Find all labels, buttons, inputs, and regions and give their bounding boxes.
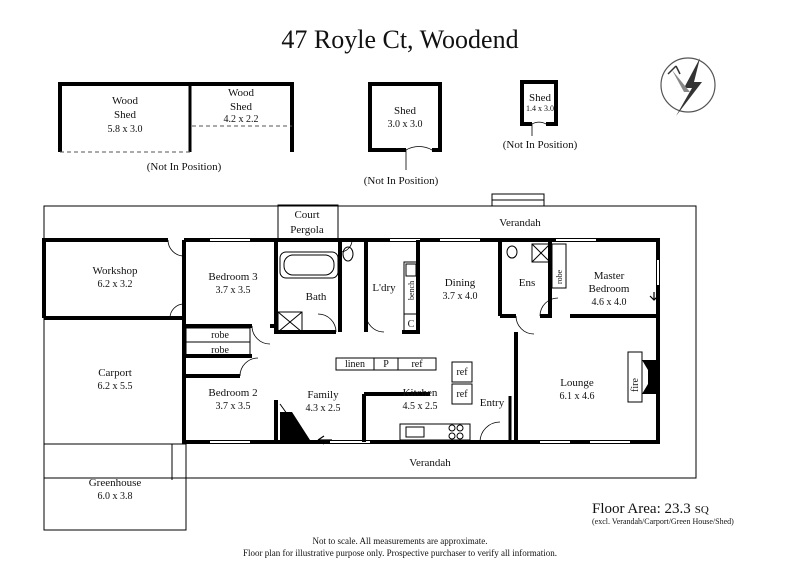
ensuite-label: Ens [519, 277, 536, 289]
court-pergola: Court Pergola [277, 204, 339, 241]
wood-shed-note: (Not In Position) [147, 161, 222, 173]
verandah-top-label: Verandah [499, 217, 541, 229]
kitchen-ref-units: ref ref [451, 361, 473, 405]
carport-label: Carport [98, 367, 132, 379]
svg-text:ref: ref [456, 367, 468, 378]
bathtub [279, 251, 339, 279]
svg-text:robe: robe [211, 345, 229, 356]
svg-text:robe: robe [211, 330, 229, 341]
shed-1-note: (Not In Position) [364, 175, 439, 187]
kitchen-label: Kitchen [403, 387, 438, 399]
svg-text:linen: linen [345, 359, 365, 370]
ensuite-fixtures: robe [506, 243, 567, 289]
north-arrow-icon [660, 57, 716, 116]
master-bedroom-size: 4.6 x 4.0 [592, 297, 627, 308]
shed-1-size: 3.0 x 3.0 [388, 119, 423, 130]
carport: Carport 6.2 x 5.5 [43, 317, 185, 445]
greenhouse: Greenhouse 6.0 x 3.8 [43, 443, 187, 531]
family-label: Family [307, 389, 339, 401]
wood-shed-large: Wood Shed 5.8 x 3.0 Wood Shed 4.2 x 2.2 … [58, 82, 294, 173]
shed-2-size: 1.4 x 3.0 [526, 104, 554, 113]
entry-label: Entry [480, 397, 505, 409]
wood-shed-2-label: Wood [228, 87, 255, 99]
carport-size: 6.2 x 5.5 [98, 381, 133, 392]
robe-bedroom2: robe [185, 341, 251, 357]
disclaimer-line2: Floor plan for illustrative purpose only… [243, 548, 557, 558]
dining-label: Dining [445, 277, 476, 289]
bedroom2-size: 3.7 x 3.5 [216, 401, 251, 412]
shed-2-note: (Not In Position) [503, 139, 578, 151]
kitchen-bench [399, 423, 471, 441]
verandah-bottom-label: Verandah [409, 457, 451, 469]
shed-small: Shed 1.4 x 3.0 (Not In Position) [503, 80, 578, 151]
pergola-label: Pergola [290, 224, 324, 236]
court-label: Court [294, 209, 319, 221]
wood-shed-1-label-2: Shed [114, 109, 137, 121]
wood-shed-2-size: 4.2 x 2.2 [224, 114, 259, 125]
bedroom3-size: 3.7 x 3.5 [216, 285, 251, 296]
svg-text:ref: ref [411, 359, 423, 370]
floor-area-exclusions: (excl. Verandah/Carport/Green House/Shed… [592, 517, 734, 526]
svg-text:fire: fire [630, 378, 641, 392]
toilet [342, 246, 354, 262]
shed-1-label: Shed [394, 105, 417, 117]
bedroom2-label: Bedroom 2 [208, 387, 257, 399]
fireplace: fire [627, 351, 656, 403]
robe-bedroom3: robe [185, 327, 251, 343]
kitchen-size: 4.5 x 2.5 [403, 401, 438, 412]
stairs [279, 403, 332, 445]
workshop-label: Workshop [93, 265, 138, 277]
wood-shed-1-size: 5.8 x 3.0 [108, 124, 143, 135]
master-arrow [649, 292, 659, 301]
verandah: Verandah Verandah [43, 193, 697, 479]
lounge-label: Lounge [560, 377, 594, 389]
bath-label: Bath [306, 291, 327, 303]
master-bedroom-label: Master [594, 270, 625, 282]
wood-shed-1-label: Wood [112, 95, 139, 107]
svg-text:robe: robe [555, 269, 564, 284]
greenhouse-label: Greenhouse [89, 477, 142, 489]
laundry-bench: bench C [403, 261, 419, 333]
laundry-label: L'dry [372, 282, 396, 294]
dining-size: 3.7 x 4.0 [443, 291, 478, 302]
greenhouse-size: 6.0 x 3.8 [98, 491, 133, 502]
svg-text:P: P [383, 359, 389, 370]
lounge-size: 6.1 x 4.6 [560, 391, 595, 402]
svg-text:C: C [408, 319, 415, 330]
wood-shed-2-label-2: Shed [230, 101, 253, 113]
bedroom3-label: Bedroom 3 [208, 271, 258, 283]
family-size: 4.3 x 2.5 [306, 403, 341, 414]
svg-text:ref: ref [456, 389, 468, 400]
workshop-size: 6.2 x 3.2 [98, 279, 133, 290]
shed-2-label: Shed [529, 92, 552, 104]
shower [277, 311, 303, 333]
linen-pantry-ref: linen P ref [335, 357, 437, 371]
page-title: 47 Royle Ct, Woodend [281, 25, 518, 54]
svg-text:bench: bench [407, 281, 416, 300]
disclaimer-line1: Not to scale. All measurements are appro… [313, 536, 488, 546]
workshop: Workshop 6.2 x 3.2 [42, 238, 186, 320]
master-bedroom-label-2: Bedroom [589, 283, 630, 295]
shed-medium: Shed 3.0 x 3.0 (Not In Position) [364, 82, 442, 187]
